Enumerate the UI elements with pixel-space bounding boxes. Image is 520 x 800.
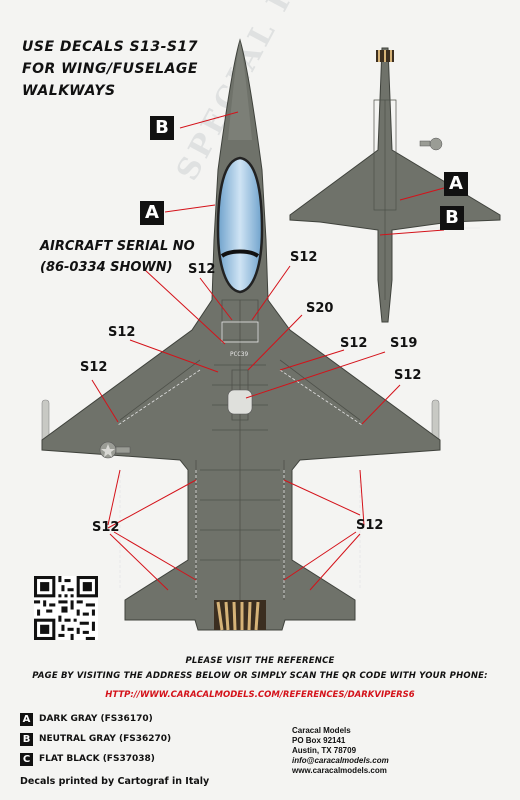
legend-key-b: B [20, 732, 33, 746]
legend-item-neutral-gray: B NEUTRAL GRAY (FS36270) [20, 730, 171, 748]
reference-url-link[interactable]: HTTP://WWW.CARACALMODELS.COM/REFERENCES/… [105, 690, 415, 700]
printed-by-note: Decals printed by Cartograf in Italy [20, 776, 210, 787]
marker-a-main: A [140, 201, 164, 225]
marker-a-small: A [444, 172, 468, 196]
callout-s12-root-right: S12 [340, 336, 368, 351]
qr-code[interactable] [34, 576, 98, 640]
company-po-box: PO Box 92141 [292, 736, 346, 745]
fuselage-serial: PCC39 [230, 351, 249, 358]
walkway-instructions: USE DECALS S13-S17 FOR WING/FUSELAGE WAL… [22, 36, 232, 102]
heading-line-2: FOR WING/FUSELAGE [22, 61, 198, 77]
company-name: Caracal Models [292, 726, 351, 735]
legend-label-b: NEUTRAL GRAY (FS36270) [39, 734, 172, 744]
legend-key-a: A [20, 712, 33, 726]
reference-line-2: PAGE BY VISITING THE ADDRESS BELOW OR SI… [32, 671, 488, 681]
callout-s12-root-left: S12 [108, 325, 136, 340]
legend-label-a: DARK GRAY (FS36170) [39, 714, 153, 724]
company-website-link[interactable]: www.caracalmodels.com [292, 766, 387, 775]
serial-line-2: (86-0334 SHOWN) [40, 260, 173, 275]
callout-s12-wing-right: S12 [394, 368, 422, 383]
heading-line-1: USE DECALS S13-S17 [22, 39, 199, 55]
legend-item-dark-gray: A DARK GRAY (FS36170) [20, 710, 171, 728]
serial-line-1: AIRCRAFT SERIAL NO [40, 239, 195, 254]
canopy [216, 156, 264, 294]
marker-b-small: B [440, 206, 464, 230]
callout-s20: S20 [306, 301, 334, 316]
legend-label-c: FLAT BLACK (FS37038) [39, 754, 155, 764]
legend-item-flat-black: C FLAT BLACK (FS37038) [20, 750, 171, 768]
color-legend: A DARK GRAY (FS36170) B NEUTRAL GRAY (FS… [20, 710, 171, 770]
callout-s12-tail-left: S12 [92, 520, 120, 535]
aircraft-underside-view [289, 47, 501, 323]
legend-key-c: C [20, 752, 33, 766]
reference-line-1: PLEASE VISIT THE REFERENCE [185, 656, 335, 666]
callout-s12-wing-left: S12 [80, 360, 108, 375]
callout-s19: S19 [390, 336, 418, 351]
marker-b-main: B [150, 116, 174, 140]
company-city: Austin, TX 78709 [292, 746, 357, 755]
company-email-link[interactable]: info@caracalmodels.com [292, 756, 389, 765]
company-address: Caracal Models PO Box 92141 Austin, TX 7… [292, 726, 502, 776]
heading-line-3: WALKWAYS [22, 83, 116, 99]
engine-nozzle [214, 600, 266, 631]
callout-s12-canopy-right: S12 [290, 250, 318, 265]
callout-s12-tail-right: S12 [356, 518, 384, 533]
callout-s12-canopy-left: S12 [188, 262, 216, 277]
aircraft-serial-label: AIRCRAFT SERIAL NO (86-0334 SHOWN) [40, 236, 210, 278]
